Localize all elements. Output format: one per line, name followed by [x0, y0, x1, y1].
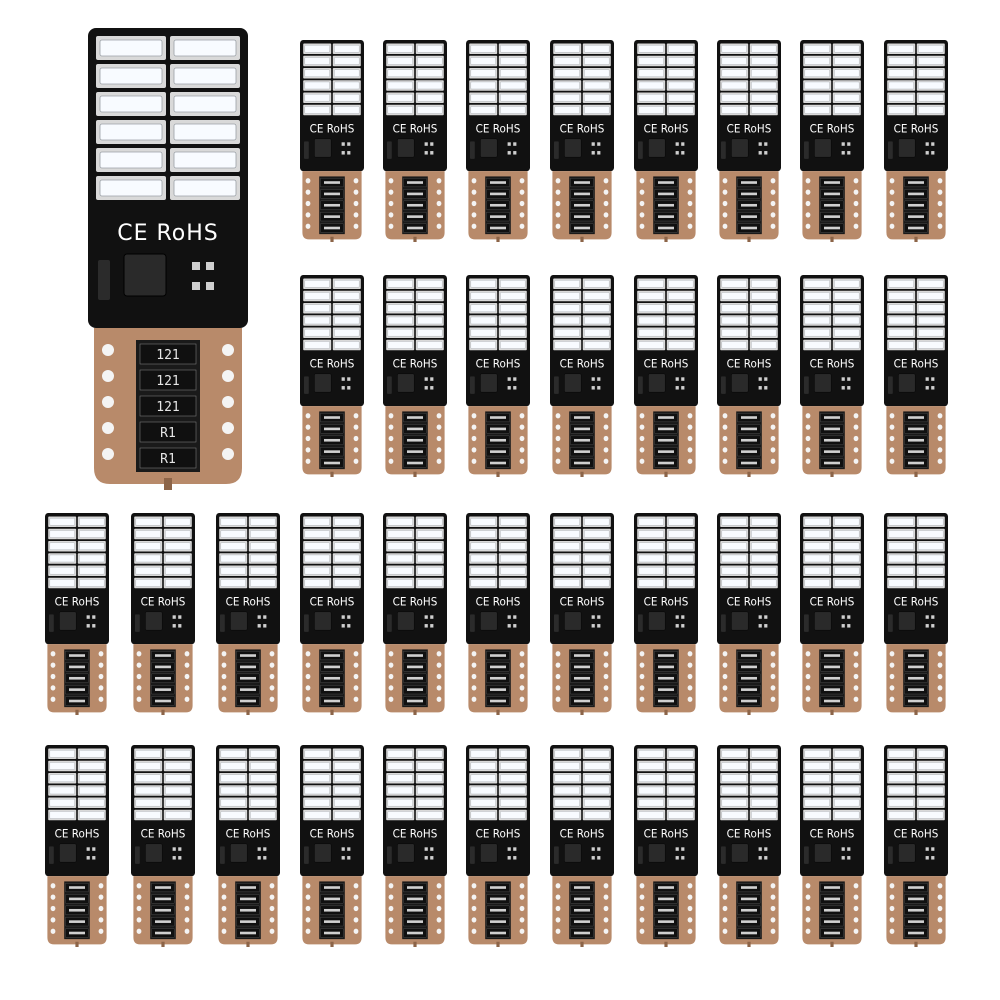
- led-bulb: CE RoHS: [717, 745, 781, 947]
- svg-text:CE RoHS: CE RoHS: [810, 122, 855, 136]
- led-bulb: CE RoHS: [884, 745, 948, 947]
- svg-text:CE RoHS: CE RoHS: [560, 827, 605, 841]
- led-bulb: CE RoHS: [550, 40, 614, 242]
- svg-text:CE RoHS: CE RoHS: [727, 357, 772, 371]
- led-bulb: CE RoHS: [717, 40, 781, 242]
- svg-text:CE RoHS: CE RoHS: [644, 122, 689, 136]
- led-bulb: CE RoHS: [884, 40, 948, 242]
- svg-text:R1: R1: [160, 452, 176, 467]
- svg-text:CE RoHS: CE RoHS: [476, 357, 521, 371]
- led-bulb: CE RoHS: [300, 513, 364, 715]
- led-bulb: CE RoHS: [300, 275, 364, 477]
- led-bulb: CE RoHS: [550, 745, 614, 947]
- svg-text:CE RoHS: CE RoHS: [310, 595, 355, 609]
- svg-text:CE RoHS: CE RoHS: [894, 357, 939, 371]
- svg-text:CE RoHS: CE RoHS: [644, 827, 689, 841]
- svg-text:CE RoHS: CE RoHS: [393, 122, 438, 136]
- led-bulb: CE RoHS: [800, 40, 864, 242]
- svg-text:CE RoHS: CE RoHS: [55, 595, 100, 609]
- svg-text:CE RoHS: CE RoHS: [560, 122, 605, 136]
- led-bulb: CE RoHS: [131, 513, 195, 715]
- led-bulb: CE RoHS: [634, 40, 698, 242]
- svg-text:CE RoHS: CE RoHS: [644, 357, 689, 371]
- led-bulb: CE RoHS: [131, 745, 195, 947]
- led-bulb: CE RoHS: [884, 513, 948, 715]
- led-bulb: CE RoHS: [800, 745, 864, 947]
- led-bulb: CE RoHS: [717, 275, 781, 477]
- svg-text:CE RoHS: CE RoHS: [894, 595, 939, 609]
- svg-text:CE RoHS: CE RoHS: [644, 595, 689, 609]
- led-bulb: CE RoHS: [466, 745, 530, 947]
- svg-text:R1: R1: [160, 426, 176, 441]
- svg-text:CE RoHS: CE RoHS: [810, 357, 855, 371]
- led-bulb: CE RoHS: [466, 40, 530, 242]
- led-bulb: CE RoHS: [216, 513, 280, 715]
- led-bulb: CE RoHS: [45, 513, 109, 715]
- svg-text:CE RoHS: CE RoHS: [310, 827, 355, 841]
- led-bulb: CE RoHS: [383, 745, 447, 947]
- led-bulb: CE RoHS: [300, 40, 364, 242]
- svg-text:CE RoHS: CE RoHS: [476, 595, 521, 609]
- led-bulb: CE RoHS: [550, 513, 614, 715]
- led-bulb: CE RoHS: [717, 513, 781, 715]
- svg-text:CE RoHS: CE RoHS: [894, 827, 939, 841]
- svg-text:121: 121: [156, 374, 179, 389]
- svg-text:CE RoHS: CE RoHS: [476, 827, 521, 841]
- svg-text:CE RoHS: CE RoHS: [727, 827, 772, 841]
- svg-text:CE RoHS: CE RoHS: [894, 122, 939, 136]
- led-bulb: CE RoHS: [634, 513, 698, 715]
- led-bulb: CE RoHS: [383, 275, 447, 477]
- svg-text:CE RoHS: CE RoHS: [393, 595, 438, 609]
- svg-text:CE RoHS: CE RoHS: [226, 595, 271, 609]
- svg-text:CE RoHS: CE RoHS: [393, 827, 438, 841]
- led-bulb: CE RoHS: [800, 513, 864, 715]
- svg-text:CE RoHS: CE RoHS: [810, 827, 855, 841]
- led-bulb: CE RoHS: [550, 275, 614, 477]
- svg-text:CE RoHS: CE RoHS: [55, 827, 100, 841]
- led-bulb: CE RoHS: [383, 40, 447, 242]
- led-bulb: CE RoHS: [300, 745, 364, 947]
- svg-text:CE RoHS: CE RoHS: [476, 122, 521, 136]
- led-bulb: CE RoHS: [884, 275, 948, 477]
- svg-text:CE RoHS: CE RoHS: [141, 827, 186, 841]
- led-bulb: CE RoHS: [466, 275, 530, 477]
- led-bulb: CE RoHS: [45, 745, 109, 947]
- svg-text:CE RoHS: CE RoHS: [310, 357, 355, 371]
- led-bulb: CE RoHS: [634, 745, 698, 947]
- svg-text:CE RoHS: CE RoHS: [560, 595, 605, 609]
- led-bulb: CE RoHS: [466, 513, 530, 715]
- led-bulb: CE RoHS: [383, 513, 447, 715]
- svg-text:CE RoHS: CE RoHS: [310, 122, 355, 136]
- svg-text:CE RoHS: CE RoHS: [810, 595, 855, 609]
- svg-text:CE RoHS: CE RoHS: [226, 827, 271, 841]
- svg-text:CE RoHS: CE RoHS: [727, 122, 772, 136]
- svg-text:CE RoHS: CE RoHS: [560, 357, 605, 371]
- svg-text:121: 121: [156, 400, 179, 415]
- svg-text:121: 121: [156, 348, 179, 363]
- led-bulb: CE RoHS: [216, 745, 280, 947]
- svg-text:CE RoHS: CE RoHS: [117, 221, 219, 246]
- led-bulb: CE RoHS: [800, 275, 864, 477]
- led-bulb: CE RoHS: [634, 275, 698, 477]
- svg-text:CE RoHS: CE RoHS: [727, 595, 772, 609]
- svg-text:CE RoHS: CE RoHS: [393, 357, 438, 371]
- svg-text:CE RoHS: CE RoHS: [141, 595, 186, 609]
